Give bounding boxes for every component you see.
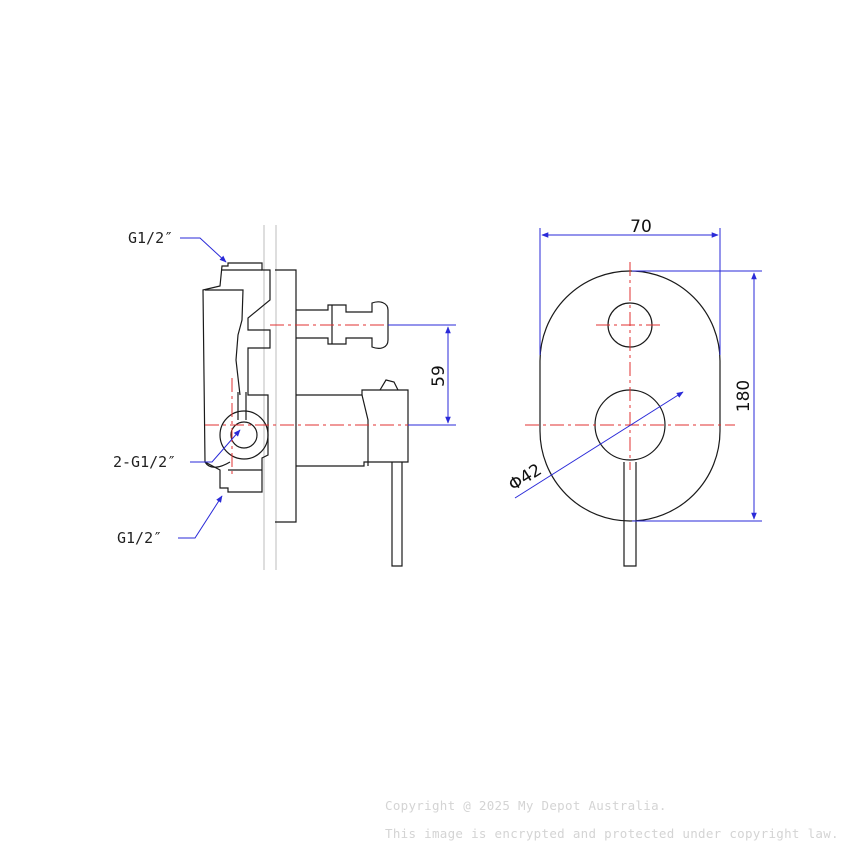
dimension-59-label: 59 (429, 365, 449, 387)
front-dimensions (514, 228, 762, 522)
outlet-port-inner (230, 421, 258, 449)
mixer-body (296, 389, 409, 467)
inlet-bottom-label: G1/2″ (117, 529, 162, 547)
dimension-70-label: 70 (630, 217, 652, 237)
side-centerlines (205, 324, 420, 475)
watermark-line-1: Copyright @ 2025 My Depot Australia. (385, 798, 667, 813)
dimension-180-label: 180 (734, 380, 754, 412)
dimension-line-42 (514, 391, 684, 499)
mixer-lever (391, 462, 403, 567)
cover-plate (275, 269, 297, 523)
watermark-line-2: This image is encrypted and protected un… (385, 826, 839, 841)
front-centerlines (525, 262, 735, 470)
outlet-port-outer (219, 410, 269, 460)
front-lever (623, 462, 637, 567)
mixer-handle-top (379, 379, 399, 391)
side-view (202, 225, 409, 570)
valve-channel (204, 289, 244, 468)
side-dimension (388, 324, 456, 426)
leader-inlet-bottom (178, 495, 223, 539)
outlet-label: 2-G1/2″ (113, 453, 176, 471)
mixer-cap (361, 394, 369, 466)
leader-outlet (190, 429, 241, 463)
leaders (178, 237, 241, 539)
leader-inlet-top (180, 237, 227, 263)
inlet-top-label: G1/2″ (128, 229, 173, 247)
dimension-42-label: Φ42 (505, 460, 545, 496)
